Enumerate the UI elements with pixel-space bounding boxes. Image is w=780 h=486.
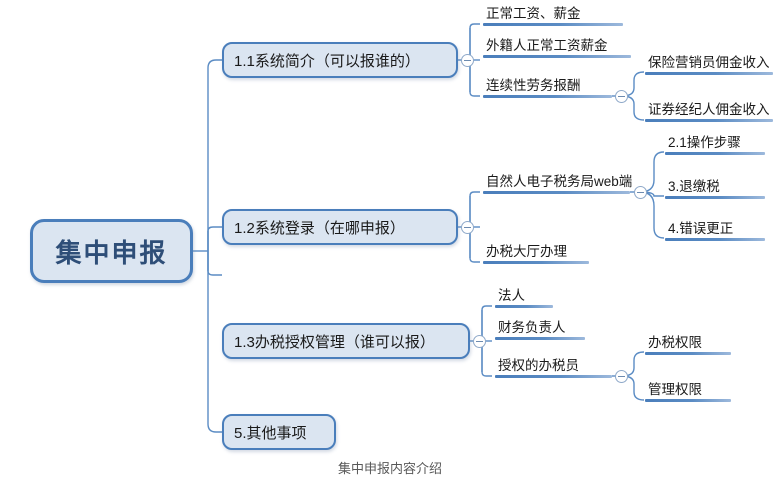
- leaf-node-normal-salary-label: 正常工资、薪金: [486, 6, 581, 21]
- leaf-node-tax-hall-label: 办税大厅办理: [486, 244, 567, 259]
- leaf-node-insurance-commission-label: 保险营销员佣金收入: [648, 55, 770, 70]
- leaf-node-foreign-salary[interactable]: 外籍人正常工资薪金: [483, 37, 631, 58]
- branch-node-1-2-label: 1.2系统登录（在哪申报）: [234, 219, 405, 237]
- collapse-minus-icon-authorized-agent[interactable]: [615, 370, 628, 383]
- branch-node-5-label: 5.其他事项: [234, 424, 307, 442]
- leaf-node-tax-refund-label: 3.退缴税: [668, 179, 720, 194]
- leaf-node-management-permission[interactable]: 管理权限: [645, 381, 731, 402]
- branch-node-1-1[interactable]: 1.1系统简介（可以报谁的）: [222, 42, 458, 78]
- leaf-node-operation-steps[interactable]: 2.1操作步骤: [665, 134, 765, 155]
- leaf-node-error-correction[interactable]: 4.错误更正: [665, 220, 765, 241]
- leaf-node-etax-web[interactable]: 自然人电子税务局web端: [483, 173, 633, 194]
- leaf-node-continuous-service-pay-label: 连续性劳务报酬: [486, 78, 581, 93]
- leaf-node-continuous-service-pay[interactable]: 连续性劳务报酬: [483, 77, 612, 98]
- leaf-node-operation-steps-label: 2.1操作步骤: [668, 135, 741, 150]
- leaf-node-broker-commission-label: 证券经纪人佣金收入: [648, 102, 770, 117]
- leaf-node-tax-refund[interactable]: 3.退缴税: [665, 178, 765, 199]
- collapse-minus-icon-1-1[interactable]: [461, 54, 474, 67]
- collapse-minus-icon-1-2[interactable]: [461, 221, 474, 234]
- underline-bar: [645, 72, 773, 75]
- underline-bar: [483, 261, 589, 264]
- leaf-node-etax-web-label: 自然人电子税务局web端: [486, 174, 633, 189]
- leaf-node-authorized-agent-label: 授权的办税员: [498, 358, 579, 373]
- underline-bar: [483, 55, 631, 58]
- underline-bar: [645, 119, 773, 122]
- leaf-node-management-permission-label: 管理权限: [648, 382, 702, 397]
- leaf-node-error-correction-label: 4.错误更正: [668, 221, 734, 236]
- branch-node-1-3[interactable]: 1.3办税授权管理（谁可以报）: [222, 323, 470, 359]
- leaf-node-insurance-commission[interactable]: 保险营销员佣金收入: [645, 54, 773, 75]
- diagram-caption: 集中申报内容介绍: [337, 461, 442, 476]
- underline-bar: [665, 152, 765, 155]
- root-node-label: 集中申报: [55, 237, 168, 268]
- underline-bar: [665, 196, 765, 199]
- underline-bar: [495, 337, 585, 340]
- leaf-node-legal-person[interactable]: 法人: [495, 287, 553, 308]
- underline-bar: [645, 399, 731, 402]
- leaf-node-authorized-agent[interactable]: 授权的办税员: [495, 357, 612, 378]
- branch-node-1-3-label: 1.3办税授权管理（谁可以报）: [234, 333, 435, 351]
- underline-bar: [483, 95, 612, 98]
- collapse-minus-icon-1-3[interactable]: [473, 335, 486, 348]
- underline-bar: [483, 23, 623, 26]
- branch-node-5[interactable]: 5.其他事项: [222, 414, 336, 450]
- leaf-node-broker-commission[interactable]: 证券经纪人佣金收入: [645, 101, 773, 122]
- underline-bar: [495, 375, 612, 378]
- underline-bar: [665, 238, 765, 241]
- leaf-node-normal-salary[interactable]: 正常工资、薪金: [483, 5, 623, 26]
- root-node[interactable]: 集中申报: [30, 219, 193, 283]
- leaf-node-finance-head[interactable]: 财务负责人: [495, 319, 585, 340]
- collapse-minus-icon-etax-web[interactable]: [634, 186, 647, 199]
- leaf-node-tax-handling-permission-label: 办税权限: [648, 335, 702, 350]
- leaf-node-legal-person-label: 法人: [498, 288, 525, 303]
- leaf-node-foreign-salary-label: 外籍人正常工资薪金: [486, 38, 608, 53]
- leaf-node-tax-hall[interactable]: 办税大厅办理: [483, 243, 589, 264]
- leaf-node-finance-head-label: 财务负责人: [498, 320, 566, 335]
- leaf-node-tax-handling-permission[interactable]: 办税权限: [645, 334, 731, 355]
- underline-bar: [495, 305, 553, 308]
- underline-bar: [645, 352, 731, 355]
- collapse-minus-icon-continuous-service-pay[interactable]: [615, 90, 628, 103]
- branch-node-1-1-label: 1.1系统简介（可以报谁的）: [234, 52, 420, 70]
- underline-bar: [483, 191, 630, 194]
- branch-node-1-2[interactable]: 1.2系统登录（在哪申报）: [222, 209, 458, 245]
